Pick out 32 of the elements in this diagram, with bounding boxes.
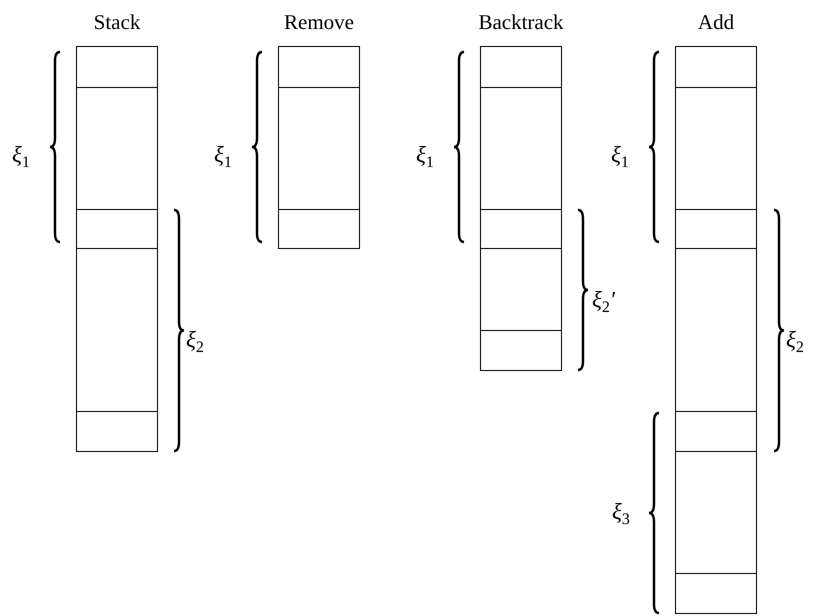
brace-label: ξ$_{1}$ <box>214 142 232 173</box>
brace-label: ξ$_{2}$ <box>186 327 204 358</box>
stack-cell <box>675 46 757 88</box>
brace-label: ξ$_{2}$′ <box>592 287 615 318</box>
column-heading: Add <box>696 9 736 36</box>
brace-label: ξ$_{1}$ <box>12 142 30 173</box>
brace-label: ξ$_{2}$ <box>786 327 804 358</box>
stack-cell <box>675 87 757 210</box>
stack-cell <box>480 330 562 371</box>
stack-cell <box>480 46 562 88</box>
stack-cell <box>76 248 158 412</box>
stack-cell <box>76 209 158 249</box>
stack-cell <box>675 451 757 574</box>
column-heading: Stack <box>92 9 142 36</box>
stack-cell <box>76 87 158 210</box>
stack-cell <box>76 411 158 452</box>
stack-cell <box>278 46 360 88</box>
stack-cell <box>675 411 757 452</box>
brace-label: ξ$_{3}$ <box>612 499 630 530</box>
stack-cell <box>278 209 360 249</box>
stack-cell <box>76 46 158 88</box>
stack-cell <box>675 248 757 412</box>
stack-cell <box>480 209 562 249</box>
brace-label: ξ$_{1}$ <box>416 142 434 173</box>
stack-cell <box>480 248 562 331</box>
column-heading: Remove <box>283 9 355 36</box>
brace-label: ξ$_{1}$ <box>611 142 629 173</box>
stack-cell <box>480 87 562 210</box>
stack-cell <box>675 573 757 614</box>
column-heading: Backtrack <box>477 9 565 36</box>
stack-cell <box>278 87 360 210</box>
stack-cell <box>675 209 757 249</box>
